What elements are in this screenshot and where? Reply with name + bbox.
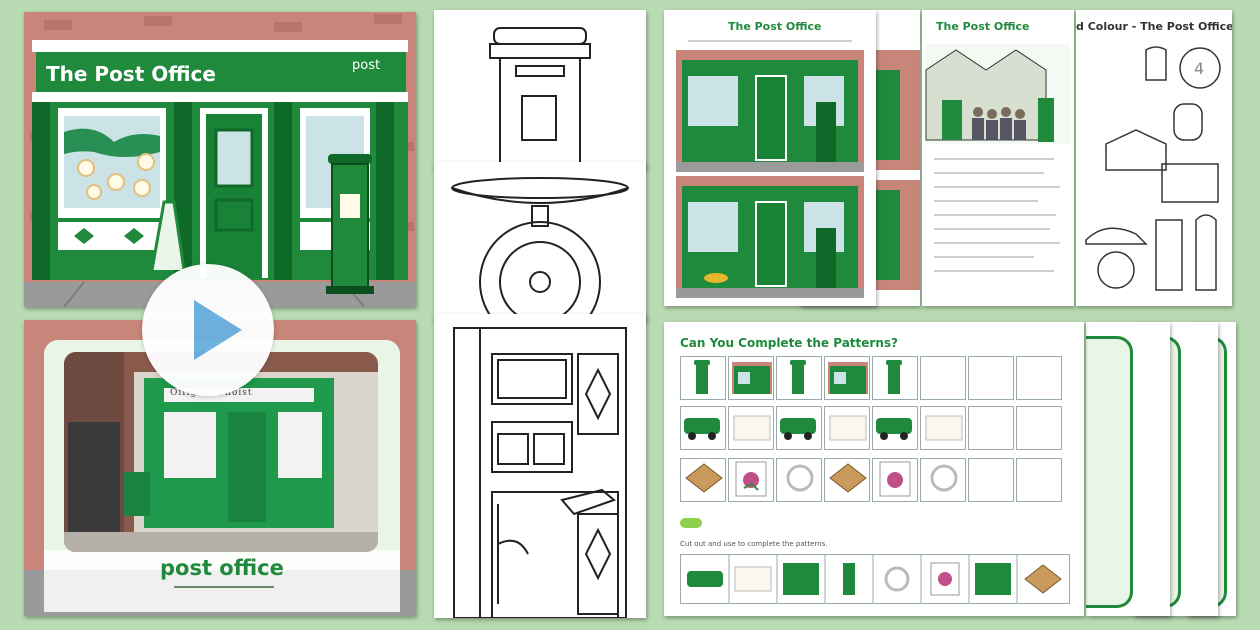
caption-underline [174,586,274,588]
comprehension-sheet[interactable]: The Post Office [922,10,1074,306]
find-colour-sheet[interactable]: d Colour - The Post Office 4 [1076,10,1232,306]
comprehension-title: The Post Office [936,20,1030,33]
post-office-illustration [24,12,416,307]
post-brand-logo: post [352,58,381,73]
colouring-sheet-postbox[interactable] [434,10,646,170]
pattern-grid-pictures [684,360,963,497]
colouring-sheet-scales[interactable] [434,162,646,322]
twinkl-logo-mark [680,518,702,528]
postbox-outline-drawing [489,27,591,170]
spot-difference-sheet[interactable]: The Post Office [664,10,876,306]
svg-text:4: 4 [1194,59,1204,78]
video-play-button[interactable] [142,264,274,396]
post-office-sign: The Post Office [46,62,216,86]
pattern-card-back-1 [1086,322,1170,616]
cut-out-strip [680,554,1070,604]
patterns-title: Can You Complete the Patterns? [680,336,898,350]
spot-difference-picture-2 [676,176,864,298]
play-icon [194,300,242,360]
spot-difference-title: The Post Office [728,20,822,33]
comprehension-illustration [925,44,1070,144]
photo-caption: post office [160,556,284,580]
scales-outline-drawing [451,177,629,322]
spot-difference-picture-1 [676,50,864,172]
cut-out-pictures [687,555,1062,603]
post-office-scene-card[interactable]: The Post Office post [24,12,416,307]
patterns-sheet[interactable]: Can You Complete the Patterns? [664,322,1084,616]
shopfront-outline-drawing [453,327,627,618]
find-colour-drawings: 4 [1085,46,1221,291]
find-colour-title: d Colour - The Post Office [1076,20,1232,33]
colouring-sheet-shopfront[interactable] [434,314,646,618]
cut-out-instruction: Cut out and use to complete the patterns… [680,540,828,548]
